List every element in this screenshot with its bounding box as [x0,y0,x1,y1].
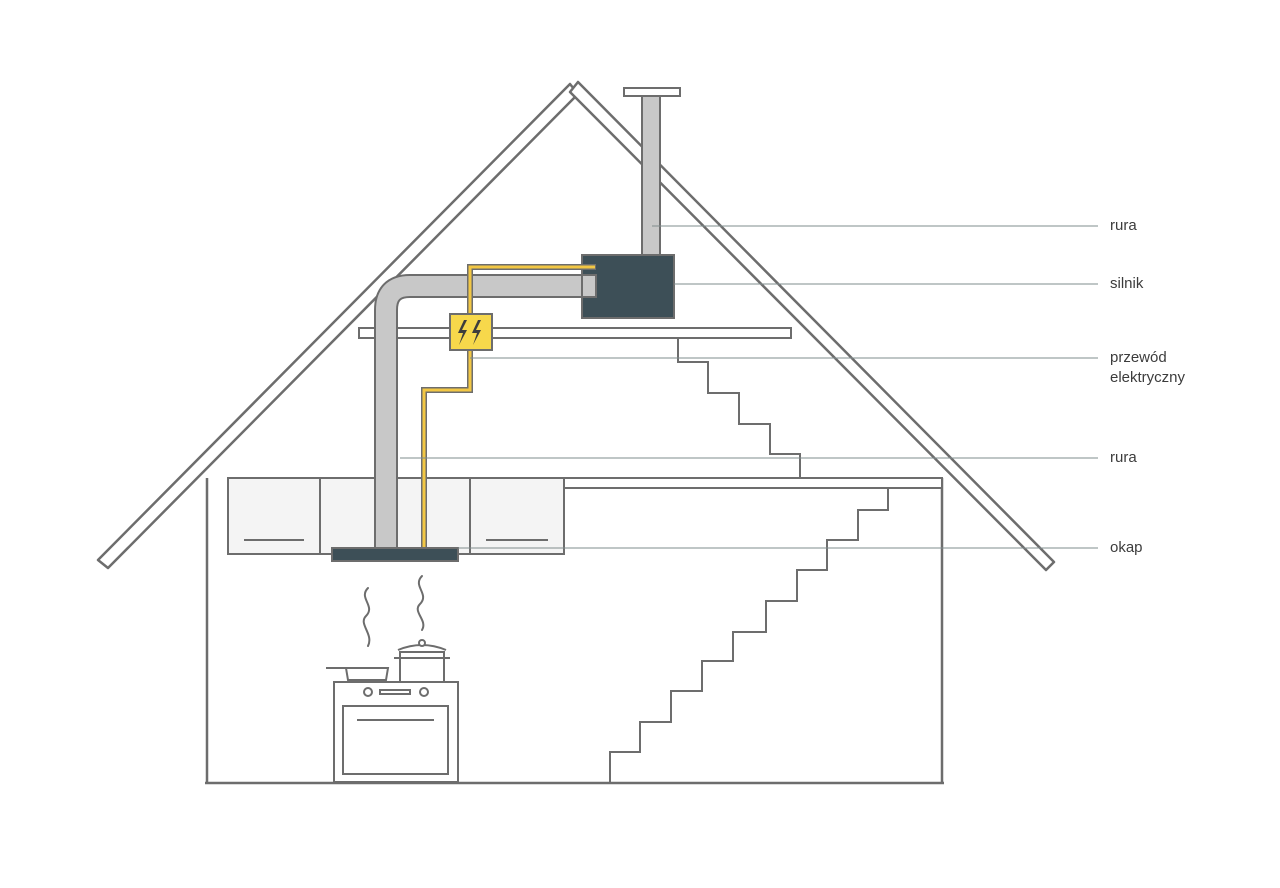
roof-pipe-cap [623,87,681,97]
label-electric-cable-line2: elektryczny [1110,369,1186,386]
electric-junction-box [449,313,493,351]
label-motor: silnik [1110,275,1144,292]
house-walls [205,478,944,785]
cable-lower-fill [422,350,472,547]
stove-knob-left [363,687,373,697]
electric-box [449,313,493,351]
ceiling-beam [563,477,943,489]
stove-display [379,689,411,695]
steam-icon [362,575,425,647]
cabinet-1 [227,477,321,555]
roof-right-slope [568,80,1056,572]
lightning-bolt-icon [458,320,481,345]
roof-pipe-shaft [641,95,661,261]
frying-pan-icon [326,667,390,681]
stove [333,681,459,783]
cooking-pot-icon [394,639,450,683]
leader-lines [400,225,1098,549]
electrical-cable [421,264,596,548]
cable-fill [468,265,595,314]
motor-box [581,254,675,319]
stove-knob-right [419,687,429,697]
duct-pipe-fill [376,276,595,547]
duct-pipe [374,274,596,548]
motor-pipe-inlet [581,274,597,298]
label-pipe-top: rura [1110,217,1137,234]
attic-stairs [677,338,801,478]
ground-floor-stairs [609,488,889,783]
label-electric-cable-line1: przewód [1110,349,1167,366]
range-hood [331,547,459,562]
label-pipe-middle: rura [1110,449,1137,466]
label-electric-cable: przewód elektryczny [1110,348,1185,388]
oven-door [342,705,449,775]
roof [96,80,1056,572]
attic-floor-beam [358,327,792,339]
roof-exhaust-pipe [623,87,681,261]
cabinet-3 [469,477,565,555]
label-hood: okap [1110,539,1143,556]
